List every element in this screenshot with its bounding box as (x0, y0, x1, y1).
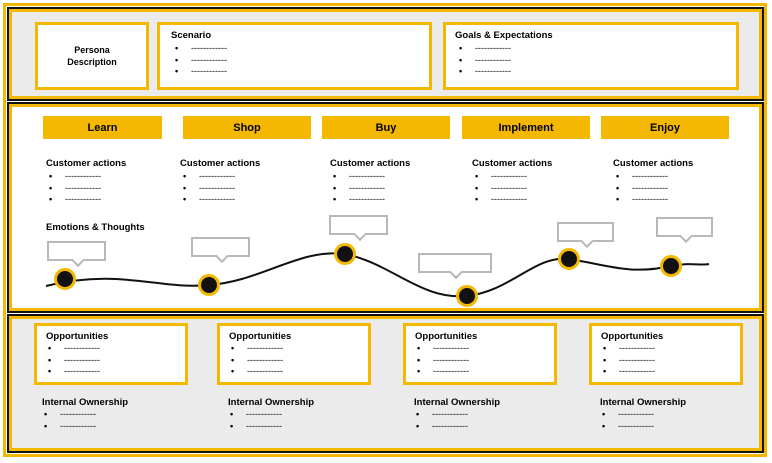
stage-enjoy: Enjoy (601, 116, 729, 139)
thought-bubble (329, 215, 388, 242)
goals-item: •------------ (459, 66, 511, 76)
thought-bubble (418, 253, 492, 280)
opportunities-box-4: Opportunities •------------ •-----------… (589, 323, 743, 385)
emotion-point (558, 248, 580, 270)
customer-actions-shop: Customer actions •------------ •--------… (180, 158, 261, 204)
emotion-point (198, 274, 220, 296)
customer-actions-implement: Customer actions •------------ •--------… (472, 158, 553, 204)
persona-label-line2: Description (67, 57, 117, 67)
opportunities-box-1: Opportunities •------------ •-----------… (34, 323, 188, 385)
opportunities-box-2: Opportunities •------------ •-----------… (217, 323, 371, 385)
emotion-point (334, 243, 356, 265)
thought-bubble (656, 217, 713, 244)
goals-item: •------------ (459, 43, 511, 53)
stage-implement: Implement (462, 116, 590, 139)
internal-ownership-2: Internal Ownership •------------ •------… (228, 397, 315, 431)
thought-bubble (557, 222, 614, 249)
thought-bubble (191, 237, 250, 264)
scenario-item: •------------ (175, 54, 227, 65)
customer-actions-buy: Customer actions •------------ •--------… (330, 158, 411, 204)
map-frame (3, 3, 767, 457)
stage-learn: Learn (43, 116, 162, 139)
stage-buy: Buy (322, 116, 450, 139)
opportunities-box-3: Opportunities •------------ •-----------… (403, 323, 557, 385)
internal-ownership-4: Internal Ownership •------------ •------… (600, 397, 687, 431)
emotion-point (54, 268, 76, 290)
scenario-title: Scenario (171, 30, 212, 41)
goals-item: •------------ (459, 54, 511, 65)
emotion-point (456, 285, 478, 307)
scenario-item: •------------ (175, 43, 227, 53)
emotion-point (660, 255, 682, 277)
customer-actions-enjoy: Customer actions •------------ •--------… (613, 158, 694, 204)
persona-box: Persona Description (35, 22, 149, 90)
scenario-item: •------------ (175, 66, 227, 76)
internal-ownership-1: Internal Ownership •------------ •------… (42, 397, 129, 431)
customer-actions-learn: Customer actions •------------ •--------… (46, 158, 127, 204)
goals-title: Goals & Expectations (455, 30, 553, 41)
persona-label-line1: Persona (74, 45, 110, 55)
thought-bubble (47, 241, 106, 268)
scenario-box: Scenario •------------ •------------ •--… (157, 22, 432, 90)
emotions-label: Emotions & Thoughts (46, 222, 145, 233)
goals-box: Goals & Expectations •------------ •----… (443, 22, 739, 90)
internal-ownership-3: Internal Ownership •------------ •------… (414, 397, 501, 431)
stage-shop: Shop (183, 116, 311, 139)
